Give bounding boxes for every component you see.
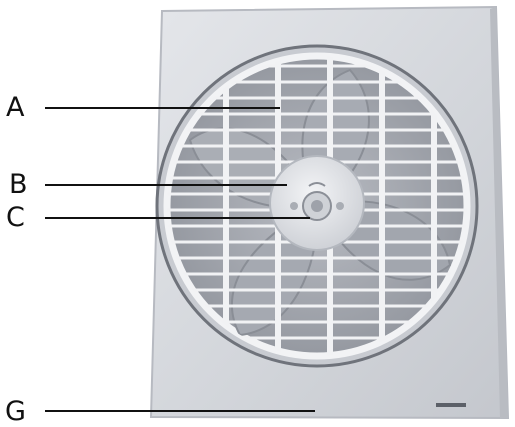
callout-label-a: A (6, 94, 24, 121)
callout-label-c: C (6, 204, 25, 231)
fan-hub (270, 156, 364, 250)
brand-mark (436, 403, 466, 407)
callout-label-g: G (5, 398, 26, 425)
callout-label-b: B (9, 171, 28, 198)
